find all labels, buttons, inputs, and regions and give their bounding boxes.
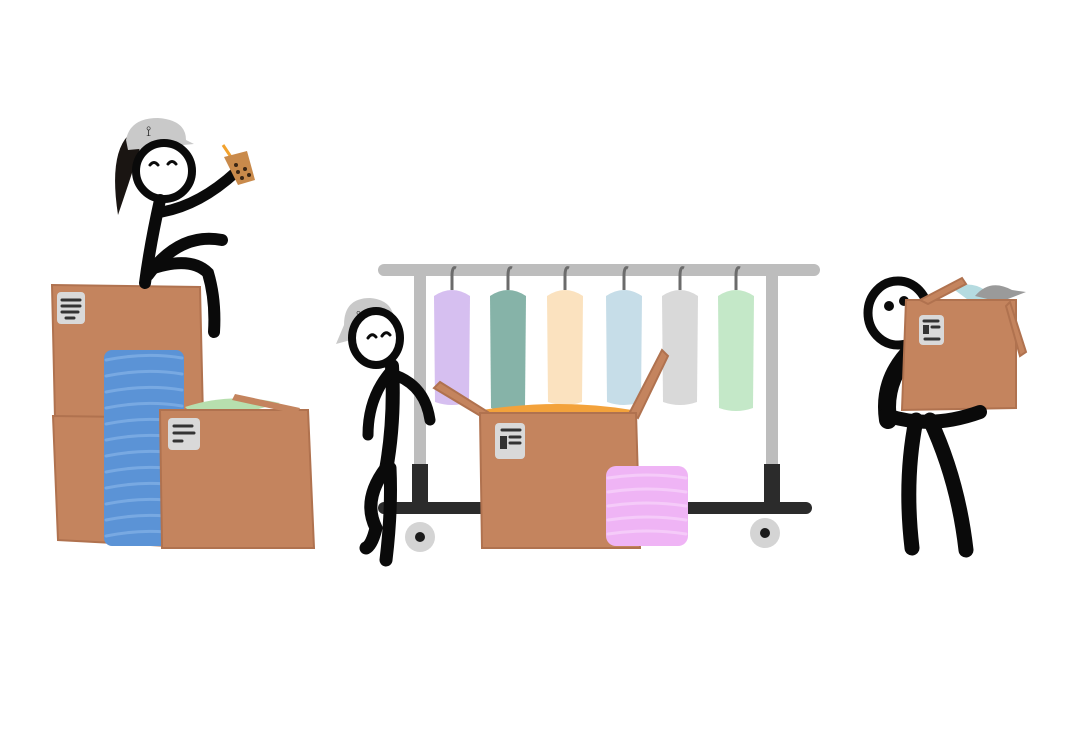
svg-text:⟟: ⟟	[146, 124, 151, 140]
rack-wheel-right	[750, 518, 780, 548]
hanger-hook-icon	[563, 266, 570, 290]
hanging-garment	[718, 266, 754, 411]
boba-cup-icon	[221, 144, 255, 185]
hanger-hook-icon	[450, 266, 457, 290]
shipping-label-icon	[495, 423, 525, 459]
rack-wheel-left	[405, 522, 435, 552]
folded-shirts-pink	[606, 466, 688, 546]
hanger-hook-icon	[506, 266, 513, 290]
hanging-garment	[606, 266, 642, 405]
hanger-hook-icon	[622, 266, 629, 290]
garment-body	[718, 290, 754, 411]
walking-figure: ⟟	[336, 298, 436, 567]
hanging-garment	[547, 266, 583, 405]
hanging-garment	[662, 266, 698, 405]
hanger-hook-icon	[678, 266, 685, 290]
garment-body	[434, 290, 470, 405]
carrying-figure	[863, 276, 1028, 558]
hanging-garment	[490, 266, 526, 411]
garment-body	[490, 290, 526, 411]
hanger-hook-icon	[734, 266, 741, 290]
garment-body	[606, 290, 642, 405]
open-box-orange	[432, 348, 670, 549]
garment-body	[662, 290, 698, 405]
sitting-figure: ⟟	[115, 118, 255, 338]
ponytail	[115, 132, 140, 215]
hanging-garments	[434, 266, 754, 411]
face	[132, 139, 196, 203]
open-box-green	[158, 394, 316, 549]
carried-box	[900, 276, 1028, 412]
hanging-garment	[434, 266, 470, 405]
garment-body	[547, 290, 583, 405]
